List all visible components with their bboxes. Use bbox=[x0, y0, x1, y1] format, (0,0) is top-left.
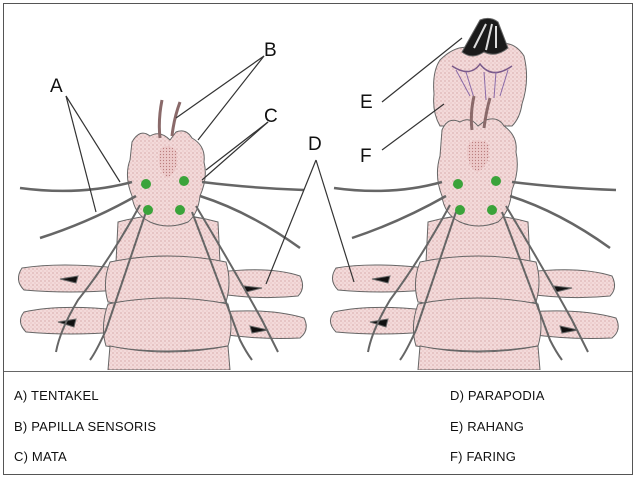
prostomium bbox=[126, 130, 206, 227]
label-c: C bbox=[264, 106, 278, 127]
parapodium-right-1 bbox=[219, 269, 304, 299]
tentacle-3 bbox=[55, 204, 141, 353]
leader-lines bbox=[65, 37, 463, 285]
segment-3 bbox=[102, 297, 232, 352]
eye-icon bbox=[141, 179, 151, 189]
sensory-papilla-right bbox=[170, 101, 182, 137]
tentacle-7 bbox=[195, 205, 279, 353]
label-f: F bbox=[360, 146, 372, 167]
legend-divider bbox=[4, 371, 632, 372]
eye-icon bbox=[179, 176, 189, 186]
prostomium bbox=[436, 118, 518, 227]
worm-left bbox=[18, 99, 307, 370]
worm-right bbox=[330, 17, 619, 370]
tentacle-1 bbox=[19, 180, 133, 193]
label-a: A bbox=[50, 76, 63, 97]
eye-icon bbox=[143, 205, 153, 215]
tentacle-8 bbox=[191, 211, 253, 361]
tentacle-6 bbox=[199, 194, 301, 250]
parapodium-right-2 bbox=[219, 310, 307, 339]
legend-item-parapodia: D) PARAPODIA bbox=[450, 388, 545, 403]
legend-item-tentakel: A) TENTAKEL bbox=[14, 388, 99, 403]
label-d: D bbox=[308, 134, 322, 155]
eye-icon bbox=[455, 205, 465, 215]
legend-item-rahang: E) RAHANG bbox=[450, 419, 525, 434]
legend-item-faring: F) FARING bbox=[450, 449, 517, 464]
tentacle-5 bbox=[201, 180, 305, 192]
tentacle-2 bbox=[39, 194, 137, 240]
eye-icon bbox=[453, 179, 463, 189]
legend-item-papilla-sensoris: B) PAPILLA SENSORIS bbox=[14, 419, 157, 434]
sensory-papilla-left bbox=[469, 95, 476, 131]
sensory-papilla-left bbox=[157, 99, 164, 139]
parapodium-right-2 bbox=[527, 310, 619, 339]
eye-icon bbox=[175, 205, 185, 215]
label-e: E bbox=[360, 92, 373, 113]
worm-anatomy-diagram: A B C D E F bbox=[18, 17, 619, 370]
label-b: B bbox=[264, 40, 277, 61]
legend-item-mata: C) MATA bbox=[14, 449, 67, 464]
tentacle-4 bbox=[89, 211, 147, 361]
sensory-papilla-right bbox=[482, 97, 492, 129]
parapodium-right-1 bbox=[527, 269, 616, 299]
eye-icon bbox=[491, 176, 501, 186]
eye-icon bbox=[487, 205, 497, 215]
